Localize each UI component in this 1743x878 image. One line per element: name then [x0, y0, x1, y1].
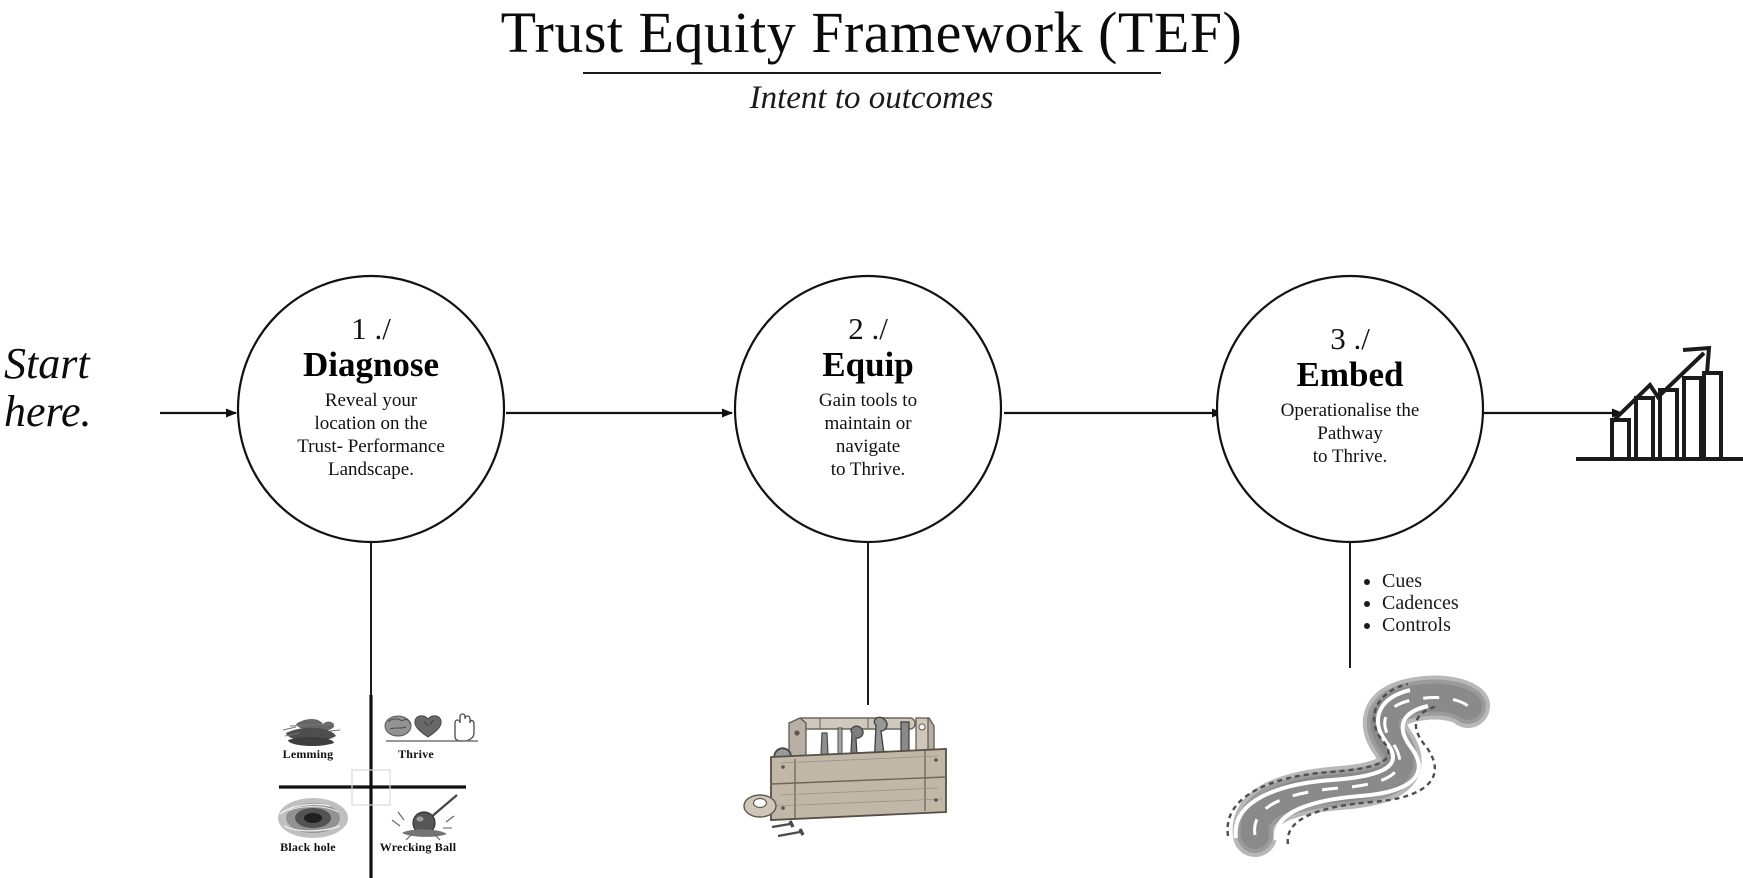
quadrant-center-box — [351, 769, 391, 806]
node-circle-equip[interactable] — [733, 274, 1003, 544]
embed-bullet-item: Cues — [1382, 571, 1459, 592]
growth-bar-chart-arrow-icon — [1576, 345, 1743, 461]
embed-bullet-item: Cadences — [1382, 593, 1459, 614]
quadrant-cell-wrecking-ball: Wrecking Ball — [368, 839, 468, 855]
title-block: Trust Equity Framework (TEF) Intent to o… — [0, 0, 1743, 118]
start-here-text: Start here. — [4, 339, 92, 436]
brain-heart-hand-sketch — [384, 713, 478, 742]
title-divider — [582, 72, 1161, 74]
quadrant-label-wrecking-ball: Wrecking Ball — [379, 840, 457, 854]
node-circle-embed[interactable] — [1215, 274, 1485, 544]
quadrant-label-black-hole: Black hole — [280, 840, 336, 854]
quadrant-cell-thrive: Thrive — [372, 746, 460, 762]
embed-bullet-item: Controls — [1382, 615, 1459, 636]
page-subtitle: Intent to outcomes — [749, 80, 994, 116]
quadrant-cell-lemming: Lemming — [264, 746, 352, 762]
quadrant-label-lemming: Lemming — [282, 747, 334, 761]
toolbox-sketch — [743, 716, 947, 838]
quadrant-label-thrive: Thrive — [398, 747, 434, 761]
quadrant-cell-black-hole: Black hole — [264, 839, 352, 855]
black-hole-sketch — [278, 798, 348, 838]
trust-performance-landscape-quadrant: Lemming Thrive Black hole Wrecking Ball — [272, 700, 462, 865]
embed-bullet-list: Cues Cadences Controls — [1360, 571, 1459, 637]
wrecking-ball-sketch — [391, 794, 458, 841]
start-here-label: Start here. — [4, 340, 154, 436]
page-title: Trust Equity Framework (TEF) — [500, 0, 1243, 65]
winding-road-sketch — [1226, 675, 1490, 857]
node-circle-diagnose[interactable] — [236, 274, 506, 544]
lemming-cliff-sketch — [282, 719, 341, 747]
